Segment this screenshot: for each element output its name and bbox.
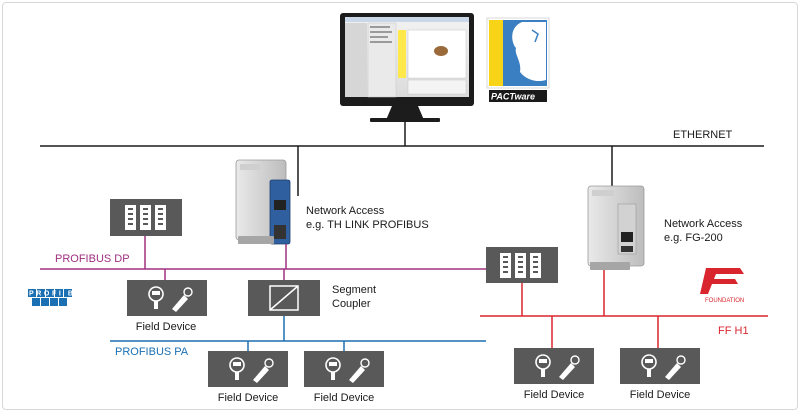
profibus-logo-text: PROFI BUS [29, 291, 91, 298]
remote-io-left [110, 199, 182, 236]
field-device-ff-1-label: Field Device [524, 389, 585, 401]
pactware-logo [486, 17, 550, 102]
foundation-logo-text: FOUNDATION [705, 298, 744, 304]
field-device-ff-2-label: Field Device [630, 389, 691, 401]
profibus-dp-label: PROFIBUS DP [55, 253, 130, 265]
network-access-device-right [587, 185, 645, 270]
segment-coupler-label-2: Coupler [332, 298, 371, 310]
network-access-device-left [235, 159, 291, 245]
field-device-dp-label: Field Device [136, 321, 197, 333]
segment-coupler-label-1: Segment [332, 284, 376, 296]
field-device-ff-2 [620, 348, 700, 384]
field-device-pa-1-label: Field Device [218, 392, 279, 404]
segment-coupler [248, 280, 320, 316]
pc-monitor [340, 13, 474, 122]
field-device-pa-2-label: Field Device [314, 392, 375, 404]
field-device-ff-1 [514, 348, 594, 384]
network-access-left-title: Network Access [306, 205, 385, 217]
network-access-right-title: Network Access [664, 218, 743, 230]
profibus-pa-label: PROFIBUS PA [115, 346, 189, 358]
ethernet-label: ETHERNET [673, 129, 733, 141]
field-device-pa-2 [304, 351, 384, 387]
network-access-left-example: e.g. TH LINK PROFIBUS [306, 219, 429, 231]
foundation-fieldbus-logo [700, 268, 744, 294]
field-device-dp [127, 280, 207, 316]
field-device-pa-1 [208, 351, 288, 387]
remote-io-right [486, 247, 558, 283]
network-access-right-example: e.g. FG-200 [664, 232, 723, 244]
ff-h1-label: FF H1 [718, 325, 749, 337]
profibus-logo [28, 289, 72, 306]
pactware-logo-text: PACTware [491, 92, 535, 102]
